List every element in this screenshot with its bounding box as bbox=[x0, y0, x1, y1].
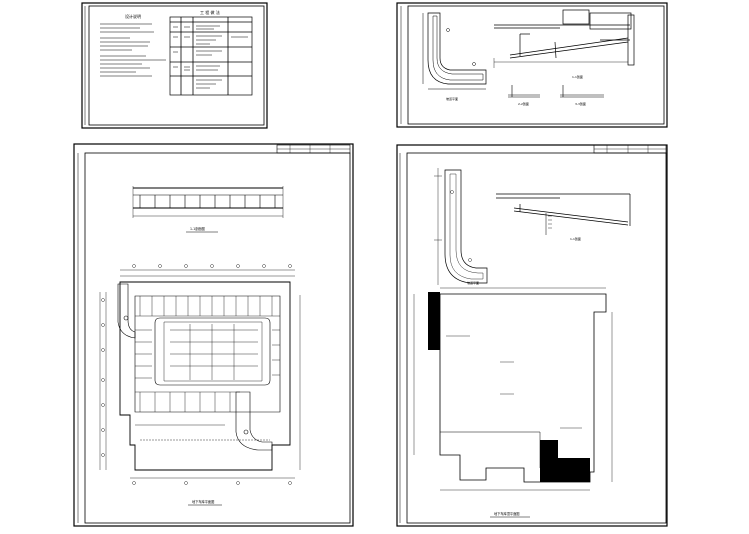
ramp-plan-label: 坡道平面 bbox=[446, 96, 458, 101]
sheet-roof-plan[interactable]: 坡道平面 1-1剖面 bbox=[396, 144, 668, 527]
entry-ramp bbox=[117, 283, 273, 451]
detail-b-label: 3-3剖面 bbox=[575, 101, 586, 106]
detail-a-label: 2-2剖面 bbox=[518, 101, 529, 106]
table-title: 工 程 做 法 bbox=[200, 9, 220, 15]
sheet-notes[interactable]: 设计说明 工 程 做 法 bbox=[81, 2, 268, 129]
ramp-hatch-2 bbox=[540, 440, 590, 482]
notes-title: 设计说明 bbox=[125, 13, 141, 19]
sheet-basement-plan[interactable]: 1-1剖面图 bbox=[73, 143, 354, 527]
ramp-plan-small bbox=[422, 12, 487, 90]
ramp-plan-large bbox=[434, 168, 488, 285]
roof-plan-title: 地下车库顶平面图 bbox=[494, 511, 520, 516]
ramp-hatch bbox=[428, 292, 440, 350]
sheet-ramp-details[interactable]: 坡道平面 1-1剖面 2-2剖面 3-3剖面 bbox=[396, 2, 668, 128]
labels-hatch bbox=[446, 335, 582, 429]
plan-title: 地下车库平面图 bbox=[192, 499, 214, 504]
parking-stalls bbox=[135, 296, 280, 441]
ramp-section-long bbox=[493, 9, 635, 68]
roof-plan-outline bbox=[413, 287, 613, 491]
section-title: 1-1剖面图 bbox=[190, 226, 205, 231]
roof-section-label: 1-1剖面 bbox=[570, 236, 581, 241]
section-1-1 bbox=[132, 186, 284, 218]
roof-ramp-plan-label: 坡道平面 bbox=[467, 280, 479, 285]
detail-sections bbox=[508, 85, 604, 98]
basement-outline bbox=[119, 281, 291, 471]
grid-axes bbox=[99, 264, 301, 485]
section-label: 1-1剖面 bbox=[572, 74, 583, 79]
roof-section bbox=[496, 193, 631, 235]
